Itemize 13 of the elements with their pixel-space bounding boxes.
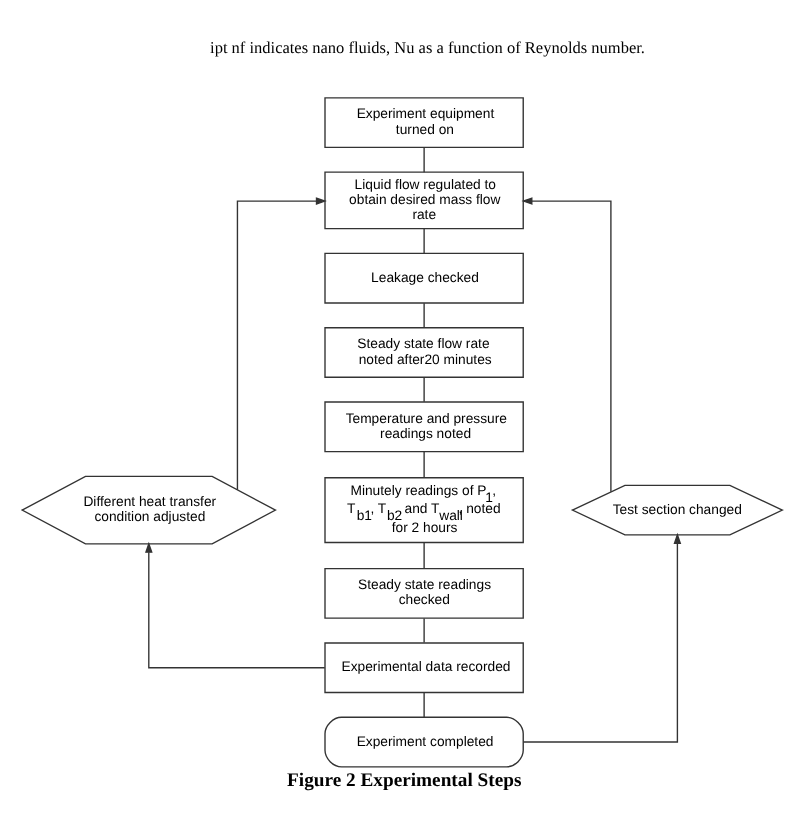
connector xyxy=(423,377,425,403)
connector xyxy=(423,302,425,329)
connector xyxy=(423,617,425,644)
arrow xyxy=(236,197,327,491)
caption: Figure 2 Experimental Steps xyxy=(287,770,522,793)
connector xyxy=(423,451,425,479)
arrow xyxy=(144,541,326,669)
connector xyxy=(423,541,425,570)
arrow xyxy=(521,197,612,493)
connector xyxy=(423,692,425,718)
connector xyxy=(423,146,425,173)
arrow xyxy=(522,532,682,743)
connector xyxy=(423,228,425,254)
